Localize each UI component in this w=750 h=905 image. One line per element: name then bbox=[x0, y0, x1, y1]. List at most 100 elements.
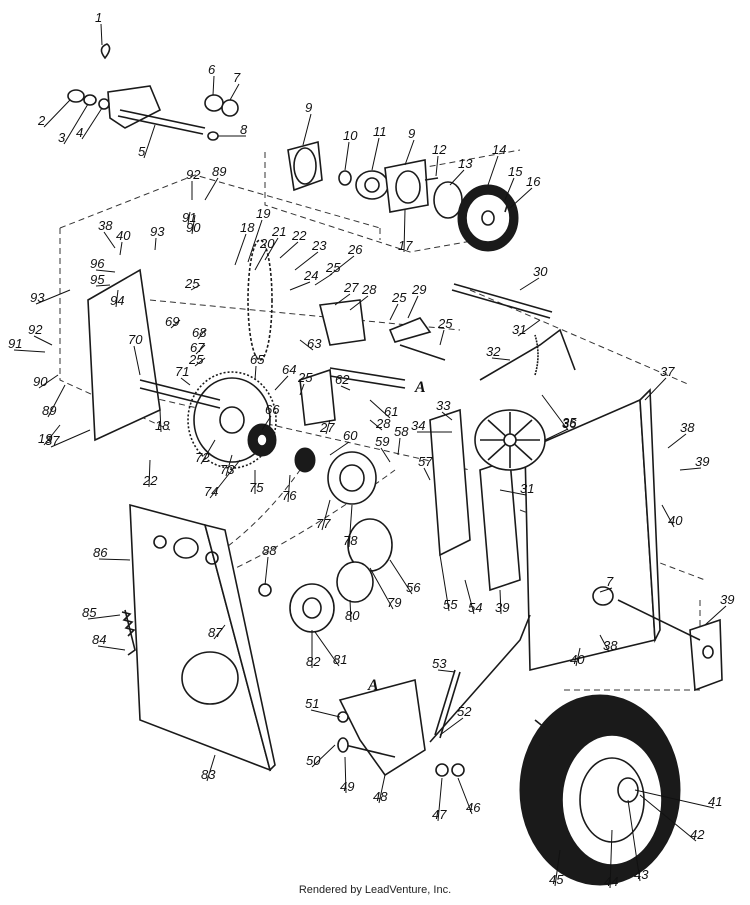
leader-line bbox=[212, 75, 215, 96]
callout-39-2: 39 bbox=[495, 600, 509, 615]
callout-18-2: 18 bbox=[155, 418, 170, 433]
leader-line bbox=[159, 409, 162, 433]
callout-89: 89 bbox=[212, 164, 226, 179]
leader-line bbox=[43, 99, 71, 128]
leader-line bbox=[449, 169, 465, 186]
leader-line bbox=[314, 273, 333, 286]
leader-line bbox=[97, 645, 126, 651]
callout-25-6: 25 bbox=[297, 370, 313, 385]
callout-60: 60 bbox=[343, 428, 358, 443]
leader-line bbox=[264, 237, 279, 261]
callout-12: 12 bbox=[432, 142, 447, 157]
callout-90-2: 90 bbox=[33, 374, 48, 389]
callout-83: 83 bbox=[201, 767, 216, 782]
leader-line bbox=[229, 83, 240, 101]
leader-line bbox=[148, 459, 151, 488]
leader-line bbox=[154, 237, 157, 251]
callout-58: 58 bbox=[394, 424, 409, 439]
callout-2: 2 bbox=[37, 113, 46, 128]
callout-71: 71 bbox=[175, 364, 189, 379]
leader-line bbox=[261, 415, 272, 431]
leader-line bbox=[329, 441, 350, 456]
leader-line bbox=[378, 774, 386, 804]
callout-26: 26 bbox=[347, 242, 363, 257]
callout-46: 46 bbox=[466, 800, 481, 815]
callout-14: 14 bbox=[492, 142, 506, 157]
leader-line bbox=[491, 357, 511, 361]
callout-54: 54 bbox=[468, 600, 482, 615]
callout-77: 77 bbox=[316, 516, 331, 531]
leader-line bbox=[389, 303, 399, 321]
leader-line bbox=[321, 499, 331, 531]
callout-52: 52 bbox=[457, 704, 472, 719]
callout-74: 74 bbox=[204, 484, 218, 499]
leader-line bbox=[119, 241, 123, 256]
callout-75: 75 bbox=[249, 480, 264, 495]
callout-21: 21 bbox=[271, 224, 286, 239]
callout-87: 87 bbox=[208, 625, 223, 640]
callout-55: 55 bbox=[443, 597, 458, 612]
callout-39: 39 bbox=[695, 454, 709, 469]
callout-4: 4 bbox=[76, 125, 83, 140]
callout-9-2: 9 bbox=[408, 126, 415, 141]
leader-line bbox=[439, 329, 445, 346]
right-bracket bbox=[592, 586, 723, 692]
leader-line bbox=[13, 349, 46, 353]
callout-3: 3 bbox=[58, 130, 66, 145]
leader-line bbox=[340, 385, 351, 391]
section-label-a: A bbox=[414, 379, 426, 396]
callout-81: 81 bbox=[333, 652, 347, 667]
callout-59: 59 bbox=[375, 434, 389, 449]
leader-line bbox=[63, 103, 89, 145]
callout-63: 63 bbox=[307, 336, 322, 351]
drive-chain-sprockets bbox=[139, 239, 446, 633]
callout-37-2: 37 bbox=[45, 433, 60, 448]
callout-40: 40 bbox=[668, 513, 683, 528]
callout-90: 90 bbox=[186, 220, 201, 235]
callout-36: 36 bbox=[562, 416, 577, 431]
leader-line bbox=[704, 605, 727, 626]
callout-11: 11 bbox=[373, 124, 387, 139]
callout-93: 93 bbox=[150, 224, 165, 239]
callout-6: 6 bbox=[208, 62, 216, 77]
callout-48: 48 bbox=[373, 789, 388, 804]
leader-line bbox=[348, 504, 353, 548]
leader-line bbox=[143, 124, 156, 159]
callout-68: 68 bbox=[192, 325, 207, 340]
leader-line bbox=[187, 211, 191, 225]
callout-41: 41 bbox=[708, 794, 722, 809]
leader-line bbox=[509, 187, 533, 209]
leader-line bbox=[661, 504, 675, 528]
callout-13: 13 bbox=[458, 156, 473, 171]
leader-line bbox=[209, 459, 241, 499]
callout-76: 76 bbox=[282, 488, 297, 503]
leader-line bbox=[599, 587, 613, 593]
callout-28: 28 bbox=[361, 282, 377, 297]
callout-29: 29 bbox=[411, 282, 426, 297]
callout-10: 10 bbox=[343, 128, 358, 143]
leader-line bbox=[274, 375, 289, 391]
leader-line bbox=[519, 277, 540, 291]
callout-25-4: 25 bbox=[391, 290, 407, 305]
leader-line bbox=[35, 289, 71, 305]
leader-line bbox=[325, 419, 331, 435]
callout-25-5: 25 bbox=[437, 316, 453, 331]
callout-49: 49 bbox=[340, 779, 354, 794]
leader-line bbox=[464, 579, 475, 615]
wheel-tire bbox=[519, 694, 681, 886]
callout-5: 5 bbox=[138, 144, 146, 159]
top-linkage-assembly bbox=[67, 43, 239, 141]
leader-line bbox=[329, 255, 355, 276]
callout-85: 85 bbox=[82, 605, 97, 620]
callout-43: 43 bbox=[634, 867, 649, 882]
callout-16: 16 bbox=[526, 174, 541, 189]
leader-lines bbox=[13, 23, 727, 889]
leader-line bbox=[254, 365, 257, 381]
callout-95: 95 bbox=[90, 272, 105, 287]
callout-91: 91 bbox=[182, 210, 196, 225]
leader-line bbox=[407, 295, 419, 319]
callout-19: 19 bbox=[256, 206, 270, 221]
callout-70: 70 bbox=[128, 332, 143, 347]
callout-33: 33 bbox=[436, 398, 451, 413]
